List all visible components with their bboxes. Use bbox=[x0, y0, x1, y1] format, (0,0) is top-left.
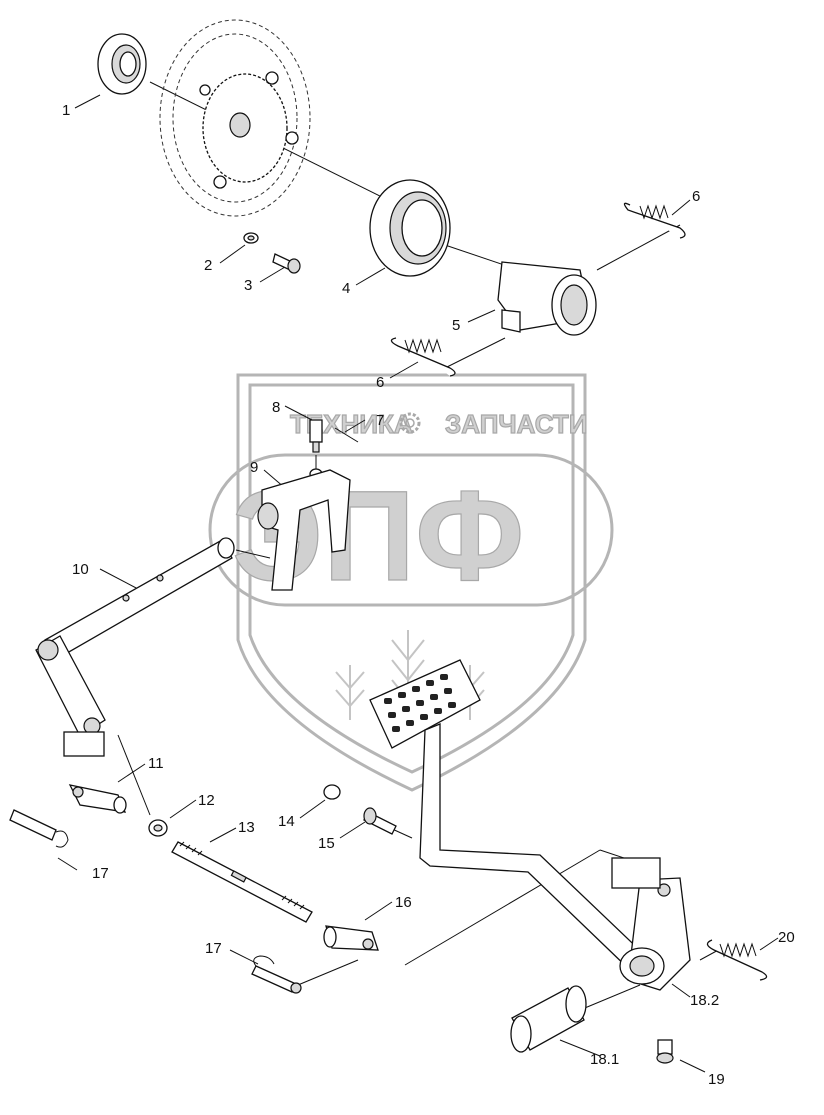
callout-16: 16 bbox=[395, 894, 412, 911]
watermark-shield bbox=[236, 373, 587, 792]
part-18-2-pedal-hub bbox=[611, 857, 691, 991]
callout-8: 8 bbox=[272, 399, 280, 416]
part-2-washer bbox=[243, 232, 259, 244]
callout-7: 7 bbox=[376, 412, 384, 429]
part-6-spring-lower bbox=[390, 337, 456, 377]
part-1-bearing bbox=[97, 33, 147, 95]
callout-14: 14 bbox=[278, 813, 295, 830]
part-14-nut bbox=[323, 784, 341, 800]
part-7-pin bbox=[334, 427, 359, 443]
clutch-disc bbox=[159, 19, 311, 217]
callout-9: 9 bbox=[250, 459, 258, 476]
watermark-line1: ТЕХНИКА bbox=[290, 409, 413, 439]
part-5-release-carrier bbox=[497, 261, 597, 336]
callout-12: 12 bbox=[198, 792, 215, 809]
callout-3: 3 bbox=[244, 277, 252, 294]
gear-icon bbox=[399, 412, 421, 434]
callout-18-2: 18.2 bbox=[690, 992, 719, 1009]
part-13-threaded-rod bbox=[171, 841, 313, 923]
part-12-nut bbox=[148, 819, 168, 837]
callout-labels: 1 2 3 4 5 6 6 8 7 9 10 11 12 13 14 15 16… bbox=[62, 102, 795, 1088]
callout-6-lower: 6 bbox=[376, 374, 384, 391]
callout-5: 5 bbox=[452, 317, 460, 334]
callout-15: 15 bbox=[318, 835, 335, 852]
part-20-return-spring bbox=[706, 939, 768, 981]
callout-6-upper: 6 bbox=[692, 188, 700, 205]
callout-20: 20 bbox=[778, 929, 795, 946]
callout-17-lower: 17 bbox=[205, 940, 222, 957]
part-4-bearing bbox=[369, 179, 451, 277]
callout-19: 19 bbox=[708, 1071, 725, 1088]
part-6-spring-upper bbox=[623, 202, 686, 239]
part-16-clevis bbox=[323, 925, 379, 951]
part-19-grease-fitting bbox=[656, 1039, 674, 1064]
part-18-1-bushing bbox=[510, 985, 587, 1053]
part-3-bolt bbox=[272, 253, 301, 274]
callout-2: 2 bbox=[204, 257, 212, 274]
callout-11: 11 bbox=[148, 755, 164, 772]
release-fork bbox=[257, 469, 351, 591]
watermark-logo-frame bbox=[208, 453, 614, 607]
part-10-shaft-lever bbox=[35, 537, 235, 757]
callout-1: 1 bbox=[62, 102, 70, 119]
part-17-clip-pin-upper bbox=[9, 809, 69, 848]
part-17-clip-pin-lower bbox=[251, 955, 302, 994]
clutch-pedal bbox=[369, 659, 652, 973]
part-8-grease-nipple bbox=[309, 419, 323, 453]
part-11-clevis bbox=[68, 784, 127, 814]
callout-17-upper: 17 bbox=[92, 865, 109, 882]
part-15-bolt bbox=[363, 807, 397, 835]
callout-13: 13 bbox=[238, 819, 255, 836]
callout-10: 10 bbox=[72, 561, 89, 578]
callout-4: 4 bbox=[342, 280, 350, 297]
callout-18-1: 18.1 bbox=[590, 1051, 619, 1068]
watermark-line2: ЗАПЧАСТИ bbox=[445, 409, 588, 439]
